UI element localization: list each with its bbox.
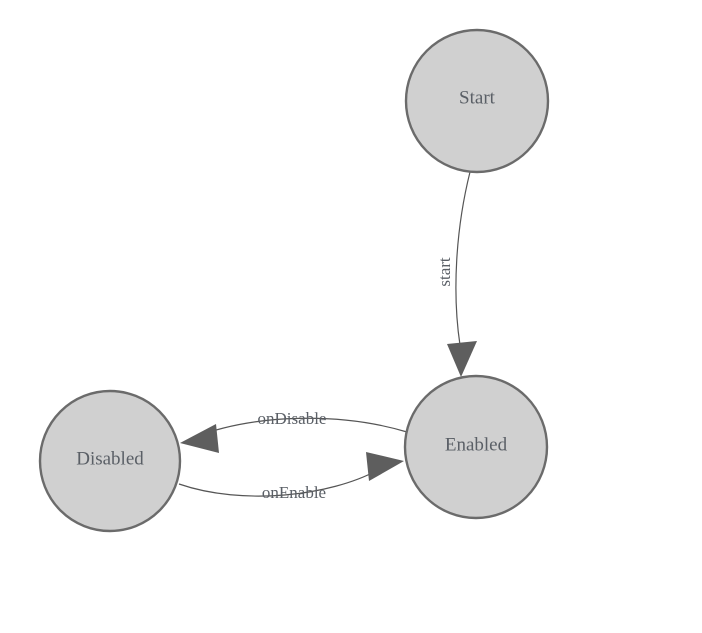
node-disabled[interactable]: Disabled — [38, 389, 182, 533]
node-start-label: Start — [459, 87, 496, 108]
edge-start-to-enabled-path — [455, 171, 471, 346]
edge-disabled-to-enabled[interactable]: onEnable — [178, 452, 404, 502]
edge-label-on-enable: onEnable — [262, 483, 326, 502]
edge-label-start: start — [435, 257, 454, 287]
edge-start-to-enabled[interactable]: start — [435, 171, 477, 377]
edge-enabled-to-disabled-path — [194, 417, 408, 438]
node-enabled-label: Enabled — [445, 434, 508, 455]
node-disabled-circle — [38, 389, 182, 533]
node-enabled[interactable]: Enabled — [403, 374, 549, 520]
node-start-circle — [404, 28, 550, 174]
edge-disabled-to-enabled-arrowhead — [366, 452, 404, 481]
edge-enabled-to-disabled-arrowhead — [180, 424, 219, 453]
node-start[interactable]: Start — [404, 28, 550, 174]
node-enabled-circle — [403, 374, 549, 520]
node-disabled-label: Disabled — [76, 448, 144, 469]
edge-enabled-to-disabled[interactable]: onDisable — [180, 409, 408, 453]
edge-disabled-to-enabled-path — [178, 469, 379, 497]
edge-start-to-enabled-arrowhead — [447, 341, 477, 377]
edge-label-on-disable: onDisable — [258, 409, 327, 428]
